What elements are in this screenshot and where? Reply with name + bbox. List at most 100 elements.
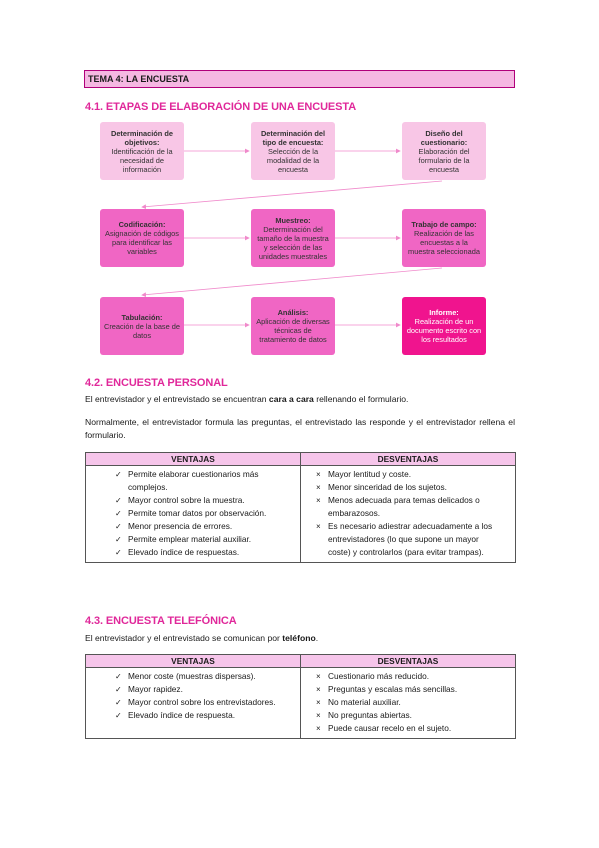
cross-icon: ×	[316, 470, 321, 479]
cross-icon: ×	[316, 685, 321, 694]
cross-icon: ×	[316, 522, 321, 531]
flow-step-cuestionario: Diseño del cuestionario: Elaboración del…	[402, 122, 486, 180]
flow-step-title: Codificación:	[118, 220, 166, 229]
list-item-text: Mayor control sobre los entrevistadores.	[128, 697, 276, 707]
disadvantage-item: × Menos adecuada para temas delicados o e…	[316, 494, 495, 520]
flow-step-text: Determinación del tamaño de la muestra y…	[257, 224, 329, 261]
list-item-text: Es necesario adiestrar adecuadamente a l…	[328, 521, 493, 557]
advantage-item: ✓ Menor presencia de errores.	[115, 520, 294, 533]
personal-comparison-table: VENTAJAS DESVENTAJAS ✓ Permite elaborar c…	[85, 452, 516, 563]
advantage-item: ✓ Mayor control sobre la muestra.	[115, 494, 294, 507]
cross-icon: ×	[316, 483, 321, 492]
intro-text: El entrevistador y el entrevistado se en…	[85, 394, 269, 404]
advantage-item: ✓Elevado índice de respuesta.	[115, 709, 294, 722]
list-item-text: No material auxiliar.	[328, 697, 401, 707]
disadvantages-cell: × Cuestionario más reducido. × Preguntas y …	[300, 667, 516, 739]
flow-step-text: Identificación de la necesidad de inform…	[111, 146, 173, 174]
checkmark-icon: ✓	[115, 470, 122, 479]
advantage-item: ✓ Menor coste (muestras dispersas).	[115, 670, 294, 683]
flow-step-objetivos: Determinación de objetivos: Identificaci…	[100, 122, 184, 180]
checkmark-icon: ✓	[115, 509, 122, 518]
list-item-text: Mayor lentitud y coste.	[328, 469, 412, 479]
flow-step-title: Análisis:	[277, 308, 309, 317]
flow-step-text: Realización de las encuestas a la muestr…	[408, 229, 480, 256]
flow-step-trabajo-campo: Trabajo de campo: Realización de las enc…	[402, 209, 486, 267]
flow-step-title: Diseño del cuestionario:	[420, 128, 468, 147]
cross-icon: ×	[316, 698, 321, 707]
checkmark-icon: ✓	[115, 548, 122, 557]
list-item-text: Permite emplear material auxiliar.	[128, 534, 252, 544]
flow-step-tabulacion: Tabulación: Creación de la base de datos	[100, 297, 184, 355]
telefonica-comparison-table: VENTAJAS DESVENTAJAS ✓ Menor coste (muest…	[85, 654, 516, 739]
section-title-etapas: 4.1. ETAPAS DE ELABORACIÓN DE UNA ENCUES…	[85, 101, 357, 113]
personal-description: Normalmente, el entrevistador formula la…	[85, 417, 515, 440]
personal-intro: El entrevistador y el entrevistado se en…	[85, 393, 515, 406]
disadvantage-item: × No preguntas abiertas.	[316, 709, 503, 722]
intro-text: El entrevistador y el entrevistado se co…	[85, 633, 283, 643]
flow-step-informe: Informe: Realización de un documento esc…	[402, 297, 486, 355]
topic-header: TEMA 4: LA ENCUESTA	[84, 70, 515, 88]
list-item-text: Mayor control sobre la muestra.	[128, 495, 245, 505]
checkmark-icon: ✓	[115, 496, 122, 505]
advantage-item: ✓ Mayor control sobre los entrevistadores…	[115, 696, 294, 709]
disadvantage-item: × No material auxiliar.	[316, 696, 503, 709]
checkmark-icon: ✓	[115, 535, 122, 544]
cross-icon: ×	[316, 672, 321, 681]
flow-step-title: Determinación de objetivos:	[110, 128, 174, 147]
disadvantages-header: DESVENTAJAS	[300, 654, 516, 668]
disadvantage-item: × Menor sinceridad de los sujetos.	[316, 481, 495, 494]
list-item-text: Preguntas y escalas más sencillas.	[328, 684, 458, 694]
disadvantages-cell: × Mayor lentitud y coste. × Menor sincerida…	[300, 465, 516, 563]
advantage-item: ✓ Elevado índice de respuestas.	[115, 546, 294, 559]
intro-text: rellenando el formulario.	[313, 394, 409, 404]
flow-step-codificacion: Codificación: Asignación de códigos para…	[100, 209, 184, 267]
advantages-cell: ✓ Permite elaborar cuestionarios más comp…	[85, 465, 301, 563]
flow-step-text: Creación de la base de datos	[104, 321, 181, 340]
list-item-text: Mayor rapidez.	[128, 684, 183, 694]
list-item-text: Elevado índice de respuestas.	[128, 547, 240, 557]
disadvantages-list: × Mayor lentitud y coste. × Menor sincerida…	[301, 468, 495, 559]
disadvantage-item: × Puede causar recelo en el sujeto.	[316, 722, 503, 735]
flow-step-title: Trabajo de campo:	[411, 220, 477, 229]
advantages-list: ✓ Menor coste (muestras dispersas). ✓ Mayor…	[86, 670, 294, 722]
cross-icon: ×	[316, 724, 321, 733]
advantages-header: VENTAJAS	[85, 452, 301, 466]
intro-bold: teléfono	[282, 633, 316, 643]
list-item-text: Menor sinceridad de los sujetos.	[328, 482, 447, 492]
checkmark-icon: ✓	[115, 698, 122, 707]
checkmark-icon: ✓	[115, 685, 122, 694]
cross-icon: ×	[316, 711, 321, 720]
section-title-personal: 4.2. ENCUESTA PERSONAL	[85, 377, 228, 389]
checkmark-icon: ✓	[115, 522, 122, 531]
disadvantages-header: DESVENTAJAS	[300, 452, 516, 466]
advantage-item: ✓ Permite tomar datos por observación.	[115, 507, 294, 520]
telefonica-intro: El entrevistador y el entrevistado se co…	[85, 632, 515, 645]
list-item-text: Menor coste (muestras dispersas).	[128, 671, 256, 681]
list-item-text: Permite tomar datos por observación.	[128, 508, 267, 518]
cross-icon: ×	[316, 496, 321, 505]
advantages-header: VENTAJAS	[85, 654, 301, 668]
list-item-text: Cuestionario más reducido.	[328, 671, 429, 681]
advantage-item: ✓ Permite emplear material auxiliar.	[115, 533, 294, 546]
section-title-telefonica: 4.3. ENCUESTA TELEFÓNICA	[85, 615, 237, 627]
flow-step-tipo-encuesta: Determinación del tipo de encuesta: Sele…	[251, 122, 335, 180]
disadvantage-item: × Cuestionario más reducido.	[316, 670, 503, 683]
disadvantage-item: × Es necesario adiestrar adecuadamente a …	[316, 520, 495, 559]
disadvantages-list: × Cuestionario más reducido. × Preguntas y …	[301, 670, 503, 735]
disadvantage-item: × Mayor lentitud y coste.	[316, 468, 495, 481]
list-item-text: Menor presencia de errores.	[128, 521, 233, 531]
flow-step-text: Realización de un documento escrito con …	[406, 317, 482, 344]
flow-step-analisis: Análisis: Aplicación de diversas técnica…	[251, 297, 335, 355]
flow-step-text: Aplicación de diversas técnicas de trata…	[256, 317, 330, 344]
list-item-text: No preguntas abiertas.	[328, 710, 412, 720]
flow-step-title: Muestreo:	[275, 215, 311, 225]
flow-step-text: Asignación de códigos para identificar l…	[105, 229, 179, 256]
list-item-text: Puede causar recelo en el sujeto.	[328, 723, 452, 733]
intro-bold: cara a cara	[268, 394, 314, 404]
flow-step-text: Elaboración del formulario de la encuest…	[418, 146, 470, 174]
checkmark-icon: ✓	[115, 672, 122, 681]
list-item-text: Menos adecuada para temas delicados o em…	[328, 495, 480, 518]
list-item-text: Permite elaborar cuestionarios más compl…	[128, 469, 259, 492]
intro-text: .	[315, 633, 319, 643]
